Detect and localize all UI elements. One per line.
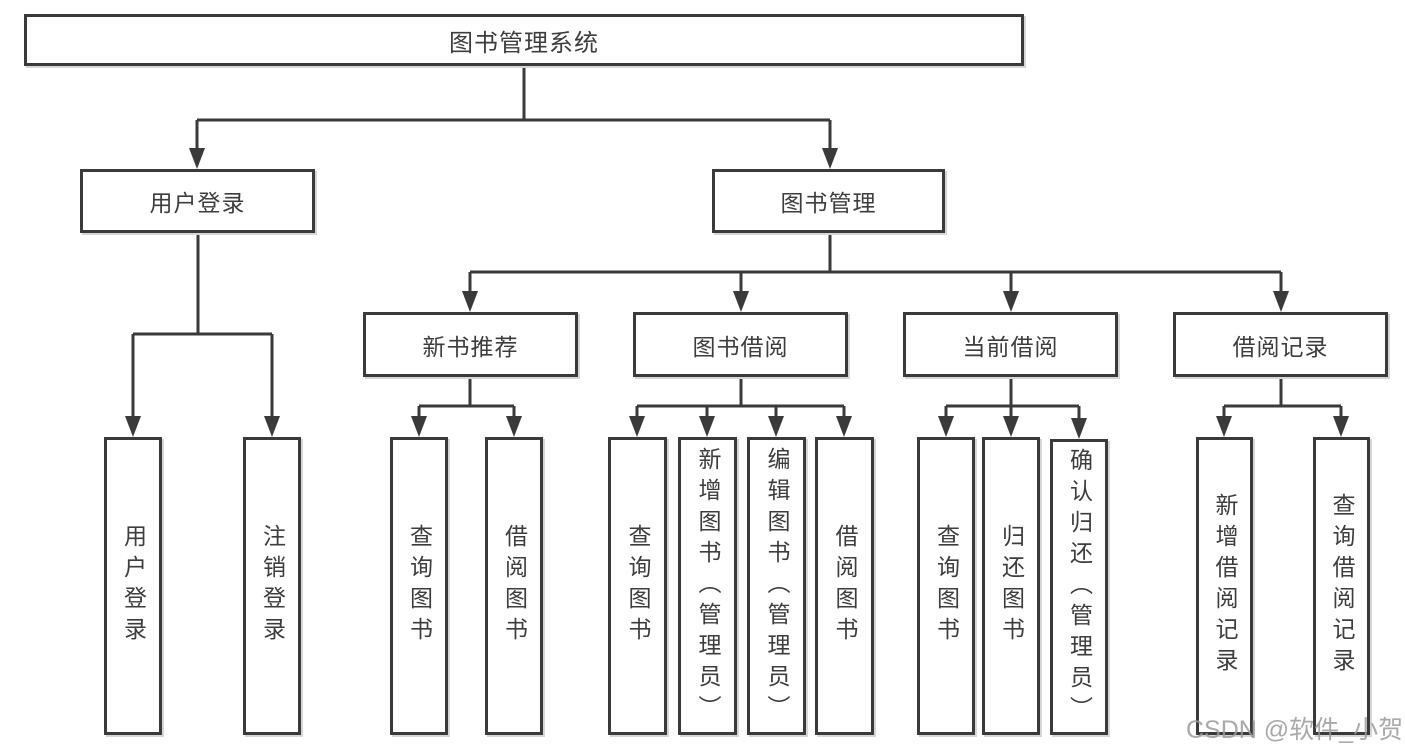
arrow-icon [1333,416,1349,437]
node-label: 借阅图书 [501,524,528,648]
node-label: 注销登录 [259,524,286,648]
node-book-management: 图书管理 [712,169,945,233]
arrow-icon [822,148,838,169]
arrow-icon [411,416,427,437]
leaf-borrow-books-recommend: 借阅图书 [485,437,543,735]
node-label: 图书管理 [780,190,877,216]
node-label: 新书推荐 [422,333,519,360]
leaf-query-books-recommend: 查询图书 [390,437,448,735]
arrow-icon [836,416,852,437]
arrow-icon [462,291,478,312]
node-label: 借阅图书 [832,524,858,648]
node-book-borrowing: 图书借阅 [633,312,848,377]
arrow-icon [264,416,280,437]
leaf-logout: 注销登录 [243,437,301,735]
node-label: 用户登录 [120,524,147,648]
node-label: 归还图书 [998,524,1025,648]
arrow-icon [1003,291,1019,312]
node-label: 当前借阅 [962,333,1059,360]
leaf-edit-books-admin: 编辑图书（管理员） [747,437,806,735]
leaf-query-books-borrow: 查询图书 [608,437,667,735]
node-label: 编辑图书（管理员） [764,446,790,726]
node-label: 确认归还（管理员） [1066,447,1093,727]
arrow-icon [733,291,749,312]
connector-newbookrec-to-leaves [417,377,516,418]
node-current-borrowing: 当前借阅 [903,312,1118,377]
arrow-icon [1003,416,1019,437]
arrow-icon [189,148,205,169]
arrow-icon [1216,416,1232,437]
arrow-icon [629,416,645,437]
node-root-system: 图书管理系统 [24,14,1024,66]
leaf-confirm-return-admin: 确认归还（管理员） [1050,439,1108,735]
arrow-icon [125,416,141,437]
node-label: 新增图书（管理员） [695,446,721,726]
leaf-add-borrow-record: 新增借阅记录 [1196,437,1253,735]
arrow-icon [938,416,954,437]
node-new-book-recommend: 新书推荐 [363,312,578,377]
node-user-login-branch: 用户登录 [80,169,315,233]
node-label: 图书借阅 [692,333,789,360]
csdn-watermark: CSDN @软件_小贺同学 [1186,716,1405,744]
node-label: 查询借阅记录 [1329,493,1355,679]
arrow-icon [1071,418,1087,439]
node-root-label: 图书管理系统 [449,29,599,57]
leaf-user-login: 用户登录 [104,437,162,735]
connector-userlogin-to-leaves [131,233,274,418]
connector-borrowrecords-to-leaves [1222,377,1343,418]
arrow-icon [1273,291,1289,312]
arrow-icon [699,416,715,437]
node-label: 新增借阅记录 [1212,493,1238,679]
connector-root-to-level2 [195,66,832,150]
connector-bookmgmt-to-level3 [468,233,1283,294]
leaf-borrow-books: 借阅图书 [815,437,874,735]
leaf-add-books-admin: 新增图书（管理员） [678,437,737,735]
arrow-icon [506,416,522,437]
node-label: 查询图书 [406,524,433,648]
leaf-query-borrow-record: 查询借阅记录 [1313,437,1370,735]
connector-bookborrow-to-leaves [635,377,846,418]
connector-currentborrow-to-leaves [944,377,1081,420]
node-label: 查询图书 [625,524,651,648]
node-borrowing-records: 借阅记录 [1173,312,1388,377]
leaf-query-books-current: 查询图书 [917,437,975,735]
node-label: 用户登录 [149,190,246,216]
arrow-icon [768,416,784,437]
leaf-return-books: 归还图书 [982,437,1040,735]
node-label: 借阅记录 [1232,333,1329,360]
node-label: 查询图书 [933,524,960,648]
